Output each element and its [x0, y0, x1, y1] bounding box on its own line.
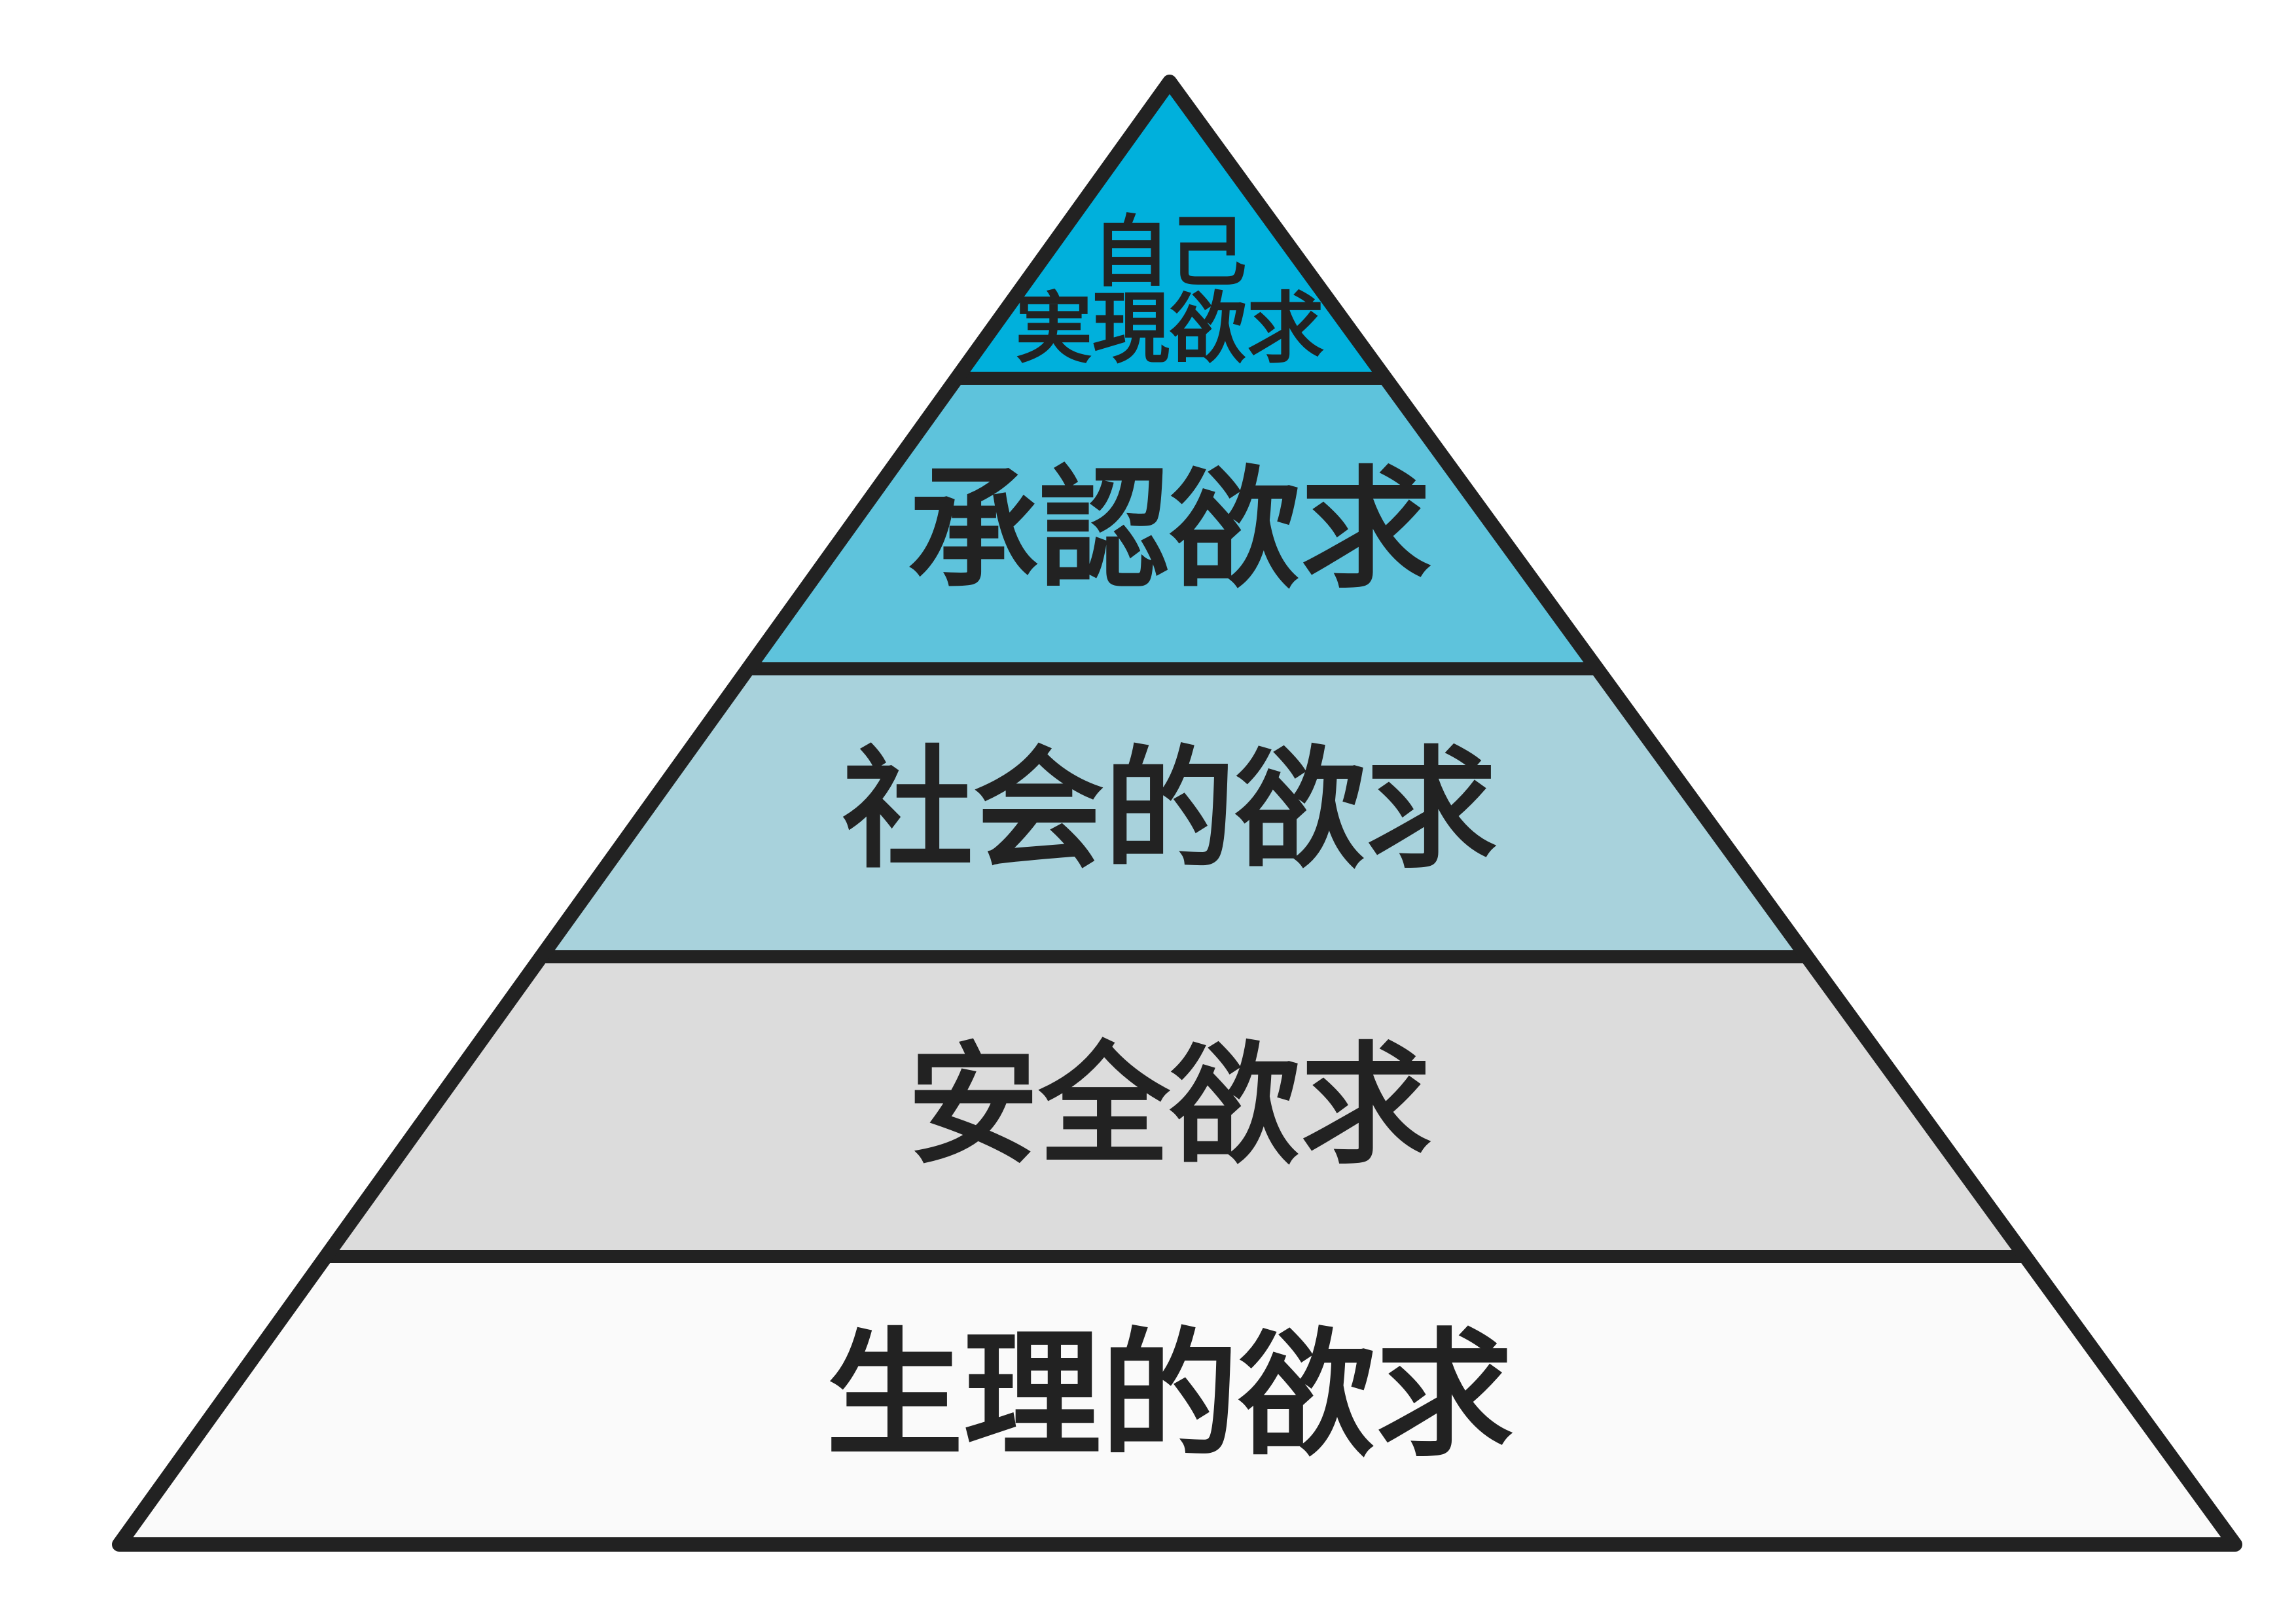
tier-5-label-line-1: 生理的欲求: [826, 1315, 1513, 1476]
tier-2-label-line-1: 承認欲求: [908, 454, 1431, 607]
tier-1-label-line-2: 実現欲求: [1015, 283, 1324, 374]
tier-4-label-line-1: 安全欲求: [908, 1030, 1431, 1183]
tier-1-label-line-1: 自己: [1092, 207, 1247, 297]
pyramid-outline: [112, 75, 2242, 1552]
tier-3-label-line-1: 社会的欲求: [842, 734, 1497, 887]
